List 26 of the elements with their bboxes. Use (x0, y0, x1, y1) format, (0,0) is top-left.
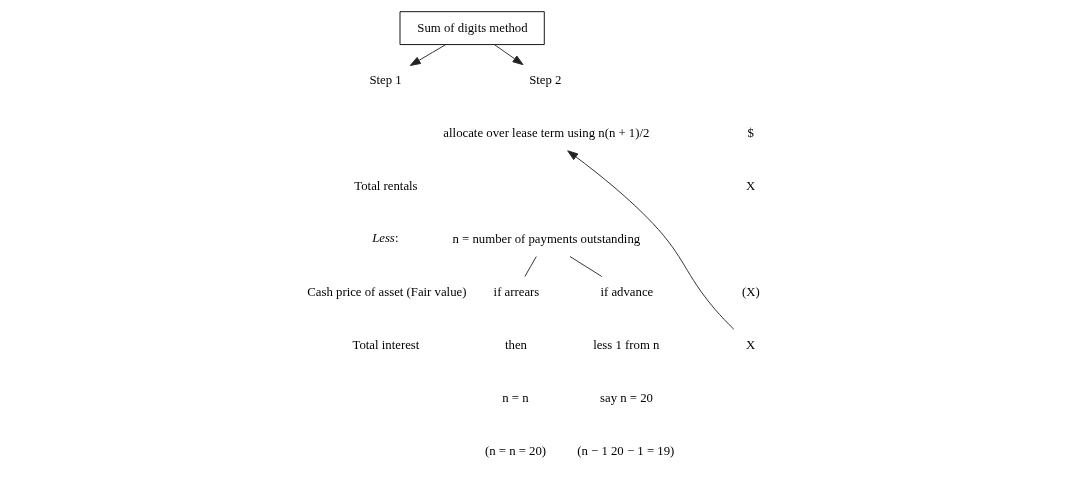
node-text: X (745, 338, 755, 353)
label: (n = n = 20) (484, 444, 546, 459)
label: less 1 from n (592, 338, 659, 353)
node-text: allocate over lease term using n(n + 1)/2 (442, 126, 649, 141)
label: (X) (741, 285, 760, 300)
label: say n = 20 (599, 391, 653, 406)
label: $ (746, 126, 754, 141)
label: (n − 1 20 − 1 = 19) (576, 444, 674, 459)
connector (523, 256, 537, 277)
label: Cash price of asset (Fair value) (306, 285, 466, 300)
node-text: Step 2 (528, 73, 562, 88)
node-box: Sum of digits method (399, 11, 545, 45)
arrow (566, 150, 734, 330)
label: then (504, 338, 527, 353)
node-text: Step 1 (368, 73, 402, 88)
label: X (745, 179, 755, 194)
node-text: n = number of payments outstanding (452, 232, 640, 247)
arrow (409, 44, 446, 66)
node-text: if advance (599, 285, 653, 300)
label: Total interest (352, 338, 419, 353)
connector (569, 256, 602, 277)
label: Total rentals (353, 179, 418, 194)
label: Less: (371, 231, 399, 246)
arrow (493, 44, 523, 66)
node-text: if arrears (493, 285, 539, 300)
label: n = n (501, 391, 529, 406)
